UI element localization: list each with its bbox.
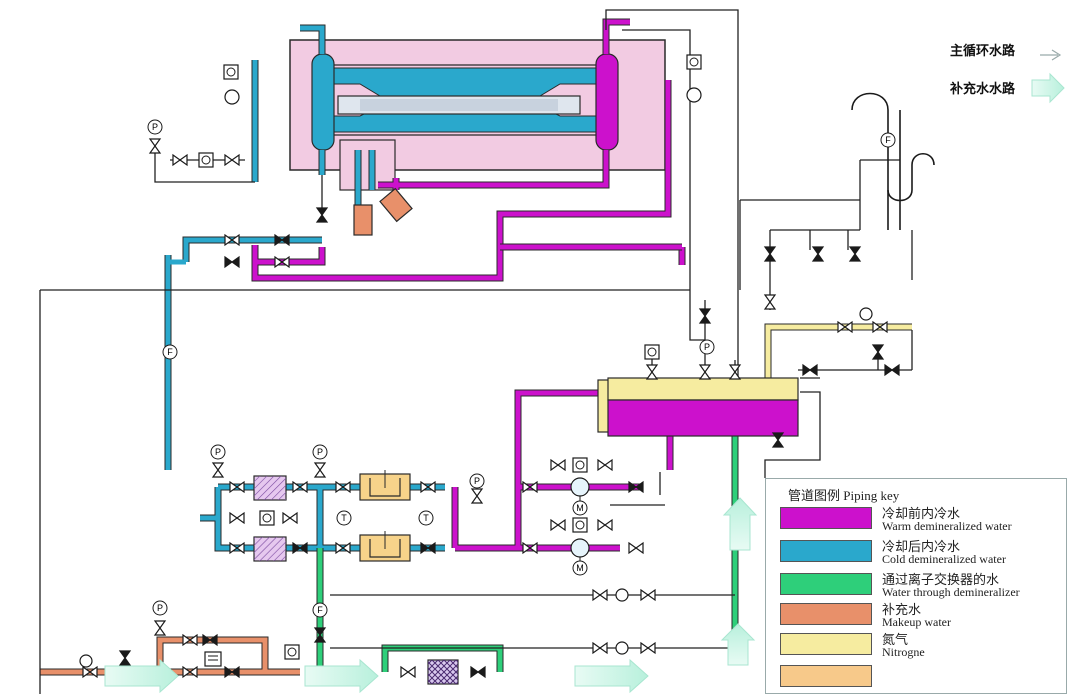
makeup-heater xyxy=(204,651,222,667)
legend-demin-cn: 通过离子交换器的水 xyxy=(882,572,1000,587)
svg-text:P: P xyxy=(317,447,323,457)
pressure-indicator-1: P xyxy=(147,119,163,135)
main-circuit-legend-symbol xyxy=(1040,49,1062,61)
makeup-flow-arrows xyxy=(104,72,1065,694)
svg-text:M: M xyxy=(576,503,584,513)
svg-text:T: T xyxy=(341,513,347,523)
legend-demin-en: Water through demineralizer xyxy=(882,585,1020,599)
generator-drain-heater xyxy=(353,187,413,236)
temperature-indicator-2: T xyxy=(418,510,434,526)
filter-lower xyxy=(253,536,287,562)
svg-text:P: P xyxy=(157,603,163,613)
svg-text:P: P xyxy=(152,122,158,132)
flow-indicator-1: F xyxy=(880,132,896,148)
legend-makeup-en: Makeup water xyxy=(882,615,951,629)
legend-warm-cn: 冷却前内冷水 xyxy=(882,506,961,521)
pressure-indicator-5: P xyxy=(469,473,485,489)
pump-lower xyxy=(570,538,590,562)
demineralizer-unit xyxy=(427,659,459,685)
legend-cold-cn: 冷却后内冷水 xyxy=(882,539,961,554)
nitrogen-pipes xyxy=(764,323,912,378)
makeup-pipes xyxy=(40,636,300,676)
swatch-nitrogen xyxy=(780,633,872,655)
legend-makeup-cn: 补充水 xyxy=(882,602,922,617)
svg-text:F: F xyxy=(317,605,323,615)
temperature-indicator-1: T xyxy=(336,510,352,526)
pressure-indicator-2: P xyxy=(699,339,715,355)
makeup-arrow-legend-symbol xyxy=(1031,72,1065,104)
svg-text:P: P xyxy=(474,476,480,486)
piping-key: 管道图例 Piping key 冷却前内冷水 Warm demineralize… xyxy=(765,478,1067,694)
cooler-lower xyxy=(359,531,411,562)
svg-text:P: P xyxy=(215,447,221,457)
motor-indicator-1: M xyxy=(572,500,588,516)
motor-indicator-2: M xyxy=(572,560,588,576)
svg-text:F: F xyxy=(885,135,891,145)
svg-text:T: T xyxy=(423,513,429,523)
generator-enclosure xyxy=(289,39,666,191)
main-circuit-label: 主循环水路 xyxy=(950,43,1016,58)
legend-cold-en: Cold demineralized water xyxy=(882,552,1006,566)
svg-text:M: M xyxy=(576,563,584,573)
gauges xyxy=(79,54,873,668)
legend-nitrogen-en: Nitrogne xyxy=(882,645,925,659)
flow-indicator-2: F xyxy=(162,344,178,360)
swatch-blurred xyxy=(780,665,872,687)
thin-lines xyxy=(39,9,913,694)
makeup-circuit-label: 补充水水路 xyxy=(950,81,1016,96)
swatch-makeup-water xyxy=(780,603,872,625)
swatch-cold-water xyxy=(780,540,872,562)
makeup-flow-arrows-vertical xyxy=(720,497,758,666)
cooler-upper xyxy=(359,470,411,501)
flow-loop-pipe xyxy=(851,92,935,230)
legend-warm-en: Warm demineralized water xyxy=(882,519,1012,533)
svg-text:F: F xyxy=(167,347,173,357)
swatch-warm-water xyxy=(780,507,872,529)
piping-key-title: 管道图例 Piping key xyxy=(788,488,900,503)
svg-text:P: P xyxy=(704,342,710,352)
pump-upper xyxy=(570,477,590,502)
pressure-indicator-4: P xyxy=(312,444,328,460)
storage-tank xyxy=(597,377,799,437)
instrument-bubbles: P P P P P P F F F T T M M xyxy=(147,119,896,618)
pressure-indicator-6: P xyxy=(152,600,168,616)
swatch-demin-water xyxy=(780,573,872,595)
warm-water-pipes xyxy=(251,18,686,552)
legend-nitrogen-cn: 氮气 xyxy=(882,632,909,647)
filter-upper xyxy=(253,475,287,501)
flow-indicator-3: F xyxy=(312,602,328,618)
pressure-indicator-3: P xyxy=(210,444,226,460)
